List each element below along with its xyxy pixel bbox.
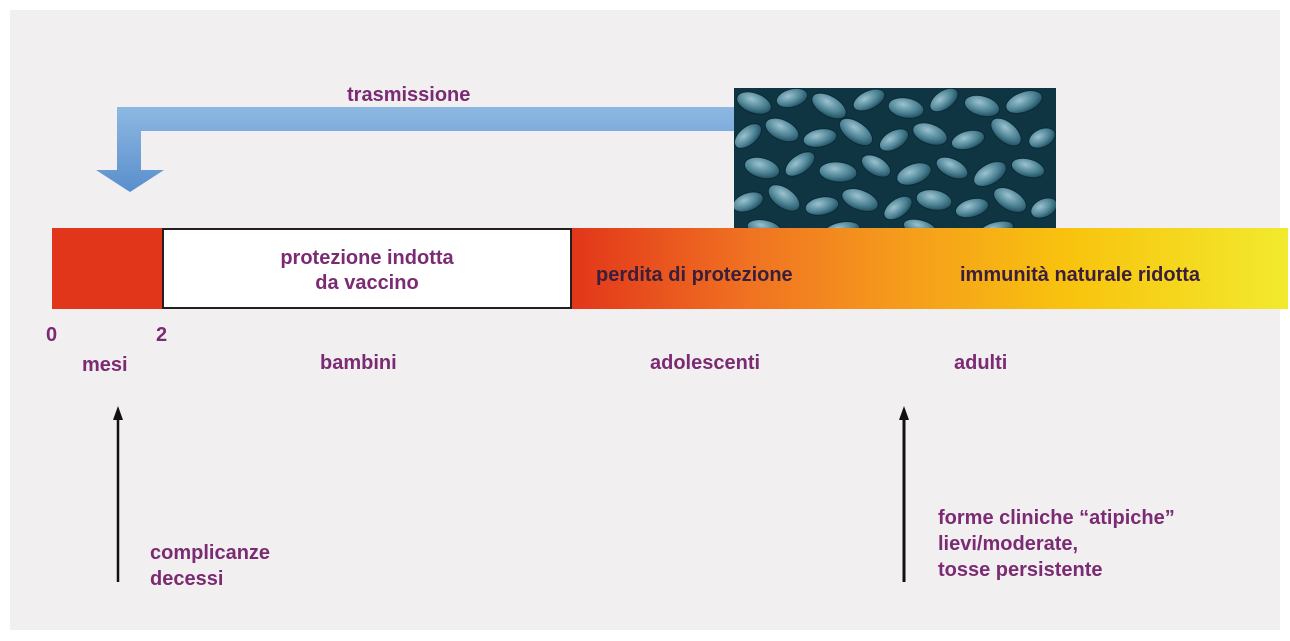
axis-tick-0: 0	[46, 324, 58, 346]
age-group-adolescents: adolescenti	[650, 352, 761, 374]
axis-tick-2: 2	[156, 324, 168, 346]
adult-up-arrow-head	[899, 406, 909, 420]
infant-outcomes-note: complicanze decessi	[150, 542, 271, 590]
bacteria-micrograph-icon	[734, 88, 1056, 231]
diagram-canvas: trasmissione	[10, 10, 1288, 630]
transmission-label: trasmissione	[347, 84, 471, 106]
waning-immunity-segment	[572, 228, 1288, 309]
loss-of-protection-label: perdita di protezione	[596, 264, 793, 286]
infant-segment	[52, 228, 162, 309]
age-group-children: bambini	[320, 352, 397, 374]
vaccine-protection-segment	[162, 228, 572, 309]
vaccine-protection-label: protezione indotta da vaccino	[162, 246, 572, 296]
axis-unit-months: mesi	[82, 354, 128, 376]
infant-up-arrow-head	[113, 406, 123, 420]
reduced-immunity-label: immunità naturale ridotta	[960, 264, 1201, 286]
transmission-arrow	[96, 107, 909, 582]
adult-outcomes-note: forme cliniche “atipiche” lievi/moderate…	[938, 507, 1175, 581]
vaccine-protection-text: protezione indotta da vaccino	[280, 247, 454, 294]
age-group-adults: adulti	[954, 352, 1008, 374]
transmission-arrow-shape	[96, 107, 734, 192]
